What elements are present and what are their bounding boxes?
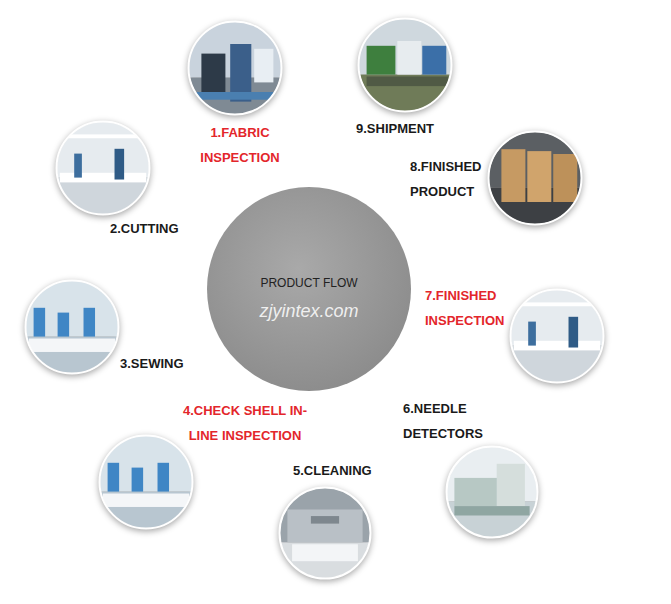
photo-scene (278, 486, 372, 580)
process-step: 4.CHECK SHELL IN-LINE INSPECTION (98, 434, 194, 530)
photo-circle (187, 20, 283, 116)
photo-detail (553, 154, 577, 202)
photo-detail (74, 154, 82, 178)
photo-detail (103, 494, 189, 507)
photo-detail (397, 41, 421, 75)
process-step: 1.FABRIC INSPECTION (187, 20, 283, 116)
photo-circle (278, 486, 372, 580)
photo-detail (108, 463, 120, 492)
photo-ring (100, 436, 193, 529)
photo-detail (115, 149, 125, 180)
photo-scene (98, 434, 194, 530)
photo-floor (98, 492, 194, 530)
photo-detail (158, 463, 170, 492)
photo-ring (359, 19, 452, 112)
photo-scene (357, 17, 453, 113)
photo-detail (34, 308, 46, 337)
step-label: 8.FINISHED PRODUCT (410, 154, 490, 204)
photo-detail (197, 92, 274, 100)
photo-detail (29, 339, 115, 352)
hub-disc (207, 187, 411, 391)
step-label: 2.CUTTING (110, 216, 240, 241)
step-label: 3.SEWING (120, 351, 250, 376)
photo-detail (367, 46, 396, 75)
step-label: 9.SHIPMENT (356, 116, 486, 141)
photo-circle (445, 445, 539, 539)
photo-ring (280, 488, 371, 579)
photo-wall (509, 288, 605, 346)
photo-floor (55, 178, 151, 216)
photo-detail (311, 516, 339, 524)
process-step: 7.FINISHED INSPECTION (509, 288, 605, 384)
photo-detail (367, 77, 449, 87)
photo-detail (454, 506, 529, 515)
photo-ring (26, 281, 119, 374)
photo-floor (357, 75, 453, 113)
process-step: 6.NEEDLE DETECTORS (445, 445, 539, 539)
process-step: 2.CUTTING (55, 120, 151, 216)
photo-detail (569, 317, 579, 348)
process-step: 8.FINISHED PRODUCT (487, 130, 583, 226)
photo-detail (201, 54, 225, 97)
photo-floor (278, 542, 372, 580)
step-label: 1.FABRIC INSPECTION (195, 120, 285, 170)
hub-title: PRODUCT FLOW (260, 276, 357, 290)
flow-hub: PRODUCT FLOW (206, 186, 412, 392)
photo-floor (24, 337, 120, 375)
photo-floor (509, 346, 605, 384)
photo-detail (60, 173, 146, 183)
photo-scene (24, 279, 120, 375)
photo-detail (287, 510, 362, 543)
photo-circle (24, 279, 120, 375)
photo-ring (447, 447, 538, 538)
photo-scene (487, 130, 583, 226)
watermark: zjyintex.com (259, 301, 358, 322)
photo-wall (98, 434, 194, 492)
photo-wall (24, 279, 120, 337)
photo-ring (489, 132, 582, 225)
photo-wall (278, 486, 372, 542)
step-label: 7.FINISHED INSPECTION (425, 283, 515, 333)
photo-circle (98, 434, 194, 530)
photo-ring (189, 22, 282, 115)
photo-detail (501, 149, 525, 202)
photo-detail (497, 464, 525, 506)
photo-scene (187, 20, 283, 116)
photo-circle (357, 17, 453, 113)
photo-floor (445, 501, 539, 539)
photo-ring (511, 290, 604, 383)
step-label: 4.CHECK SHELL IN-LINE INSPECTION (170, 398, 320, 448)
photo-detail (292, 544, 358, 561)
photo-scene (55, 120, 151, 216)
photo-scene (509, 288, 605, 384)
photo-scene (445, 445, 539, 539)
photo-detail (422, 46, 446, 75)
step-label: 5.CLEANING (293, 458, 423, 483)
photo-circle (509, 288, 605, 384)
process-step: 5.CLEANING (278, 486, 372, 580)
photo-detail (254, 49, 273, 83)
photo-circle (487, 130, 583, 226)
photo-detail (132, 468, 144, 492)
photo-detail (84, 308, 96, 337)
photo-detail (58, 313, 70, 337)
photo-ring (57, 122, 150, 215)
photo-circle (55, 120, 151, 216)
photo-wall (357, 17, 453, 75)
step-label: 6.NEEDLE DETECTORS (403, 396, 493, 446)
photo-detail (528, 322, 536, 346)
photo-detail (527, 151, 551, 202)
process-step: 3.SEWING (24, 279, 120, 375)
photo-detail (514, 341, 600, 351)
photo-wall (55, 120, 151, 178)
process-step: 9.SHIPMENT (357, 17, 453, 113)
